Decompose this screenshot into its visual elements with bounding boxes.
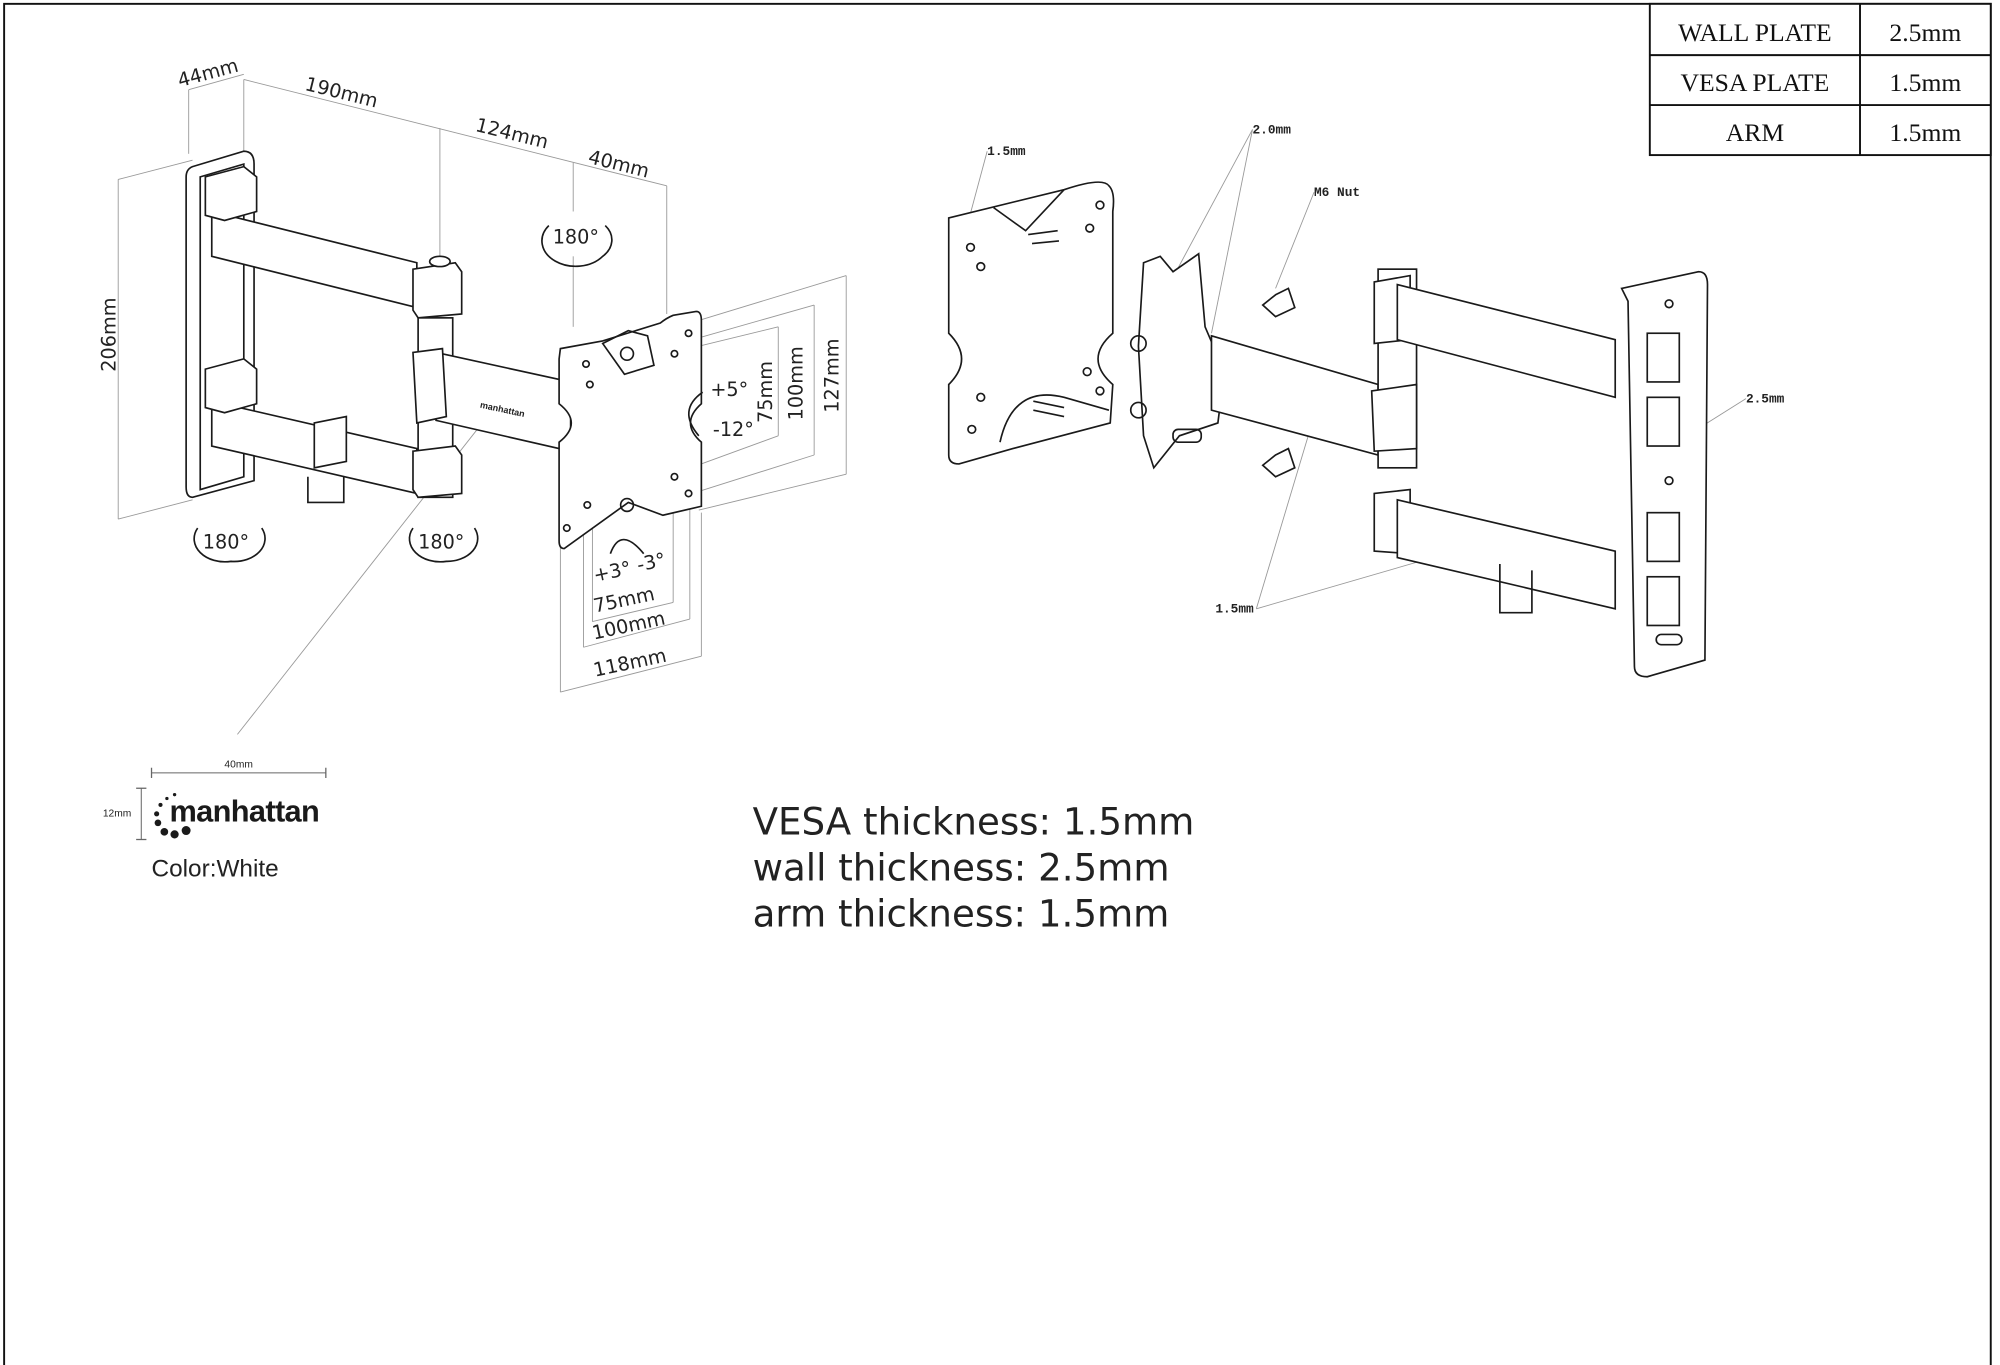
thickness-notes: VESA thickness: 1.5mm wall thickness: 2.… <box>753 800 1195 935</box>
rotate-plus-label: +3° <box>591 556 633 586</box>
dimension-drawing: manhattan 44mm 190mm 124mm 40mm 206mm 18… <box>98 54 847 735</box>
swivel-mid-label: 180° <box>418 531 464 554</box>
dim-127mm-vertical: 127mm <box>821 339 844 413</box>
vesa-plate-part <box>947 181 1115 465</box>
rotate-minus-label: -3° <box>635 548 668 576</box>
dim-118mm-horizontal: 118mm <box>591 644 668 682</box>
table-thickness-cell: 1.5mm <box>1889 68 1961 97</box>
label-m6-nut: M6 Nut <box>1314 185 1360 200</box>
dim-100mm-vertical: 100mm <box>785 346 808 420</box>
head-arm <box>435 351 572 453</box>
logo-spec: 40mm 12mm manhattan Color:White <box>103 760 327 883</box>
swivel-wall-label: 180° <box>203 531 249 554</box>
exploded-view: 1.5mm 2.0mm M6 Nut 2.5mm 1.5mm <box>947 122 1785 678</box>
manhattan-logo-dots <box>154 792 191 839</box>
tilt-down-label: -12° <box>713 418 754 441</box>
m6-nut <box>1261 287 1296 318</box>
exploded-upper-arm <box>1396 283 1617 399</box>
exploded-wall-plate <box>1620 270 1709 678</box>
table-part-cell: ARM <box>1726 118 1785 147</box>
logo-height-dim: 12mm <box>103 808 131 819</box>
dim-44mm: 44mm <box>175 54 241 92</box>
vesa-plate <box>558 310 703 550</box>
sheet-border <box>3 2 1992 1365</box>
exploded-lower-arm <box>1396 498 1617 610</box>
label-wall-2-5mm: 2.5mm <box>1746 391 1785 406</box>
spec-table: WALL PLATE 2.5mm VESA PLATE 1.5mm ARM 1.… <box>1648 2 1992 157</box>
dim-124mm: 124mm <box>473 113 551 153</box>
note-vesa-thickness: VESA thickness: 1.5mm <box>753 800 1195 843</box>
m6-nut <box>1261 447 1296 478</box>
exploded-head-arm <box>1210 334 1379 457</box>
manhattan-logo: manhattan <box>169 794 319 829</box>
logo-width-dim: 40mm <box>224 760 252 771</box>
table-part-cell: WALL PLATE <box>1678 18 1832 47</box>
dim-40mm: 40mm <box>586 145 652 182</box>
dim-75mm-vertical: 75mm <box>754 361 777 423</box>
swivel-top-label: 180° <box>553 226 599 249</box>
dim-190mm: 190mm <box>303 72 381 112</box>
table-part-cell: VESA PLATE <box>1681 68 1830 97</box>
tilt-up-label: +5° <box>710 378 748 401</box>
label-vesa-1-5mm: 1.5mm <box>987 144 1026 159</box>
note-arm-thickness: arm thickness: 1.5mm <box>753 893 1170 936</box>
label-bracket-2-0mm: 2.0mm <box>1252 122 1291 137</box>
label-arm-1-5mm: 1.5mm <box>1215 602 1254 617</box>
color-label: Color:White <box>152 856 279 883</box>
note-wall-thickness: wall thickness: 2.5mm <box>753 847 1170 890</box>
table-thickness-cell: 2.5mm <box>1889 18 1961 47</box>
table-thickness-cell: 1.5mm <box>1889 118 1961 147</box>
dim-206mm: 206mm <box>98 298 121 372</box>
